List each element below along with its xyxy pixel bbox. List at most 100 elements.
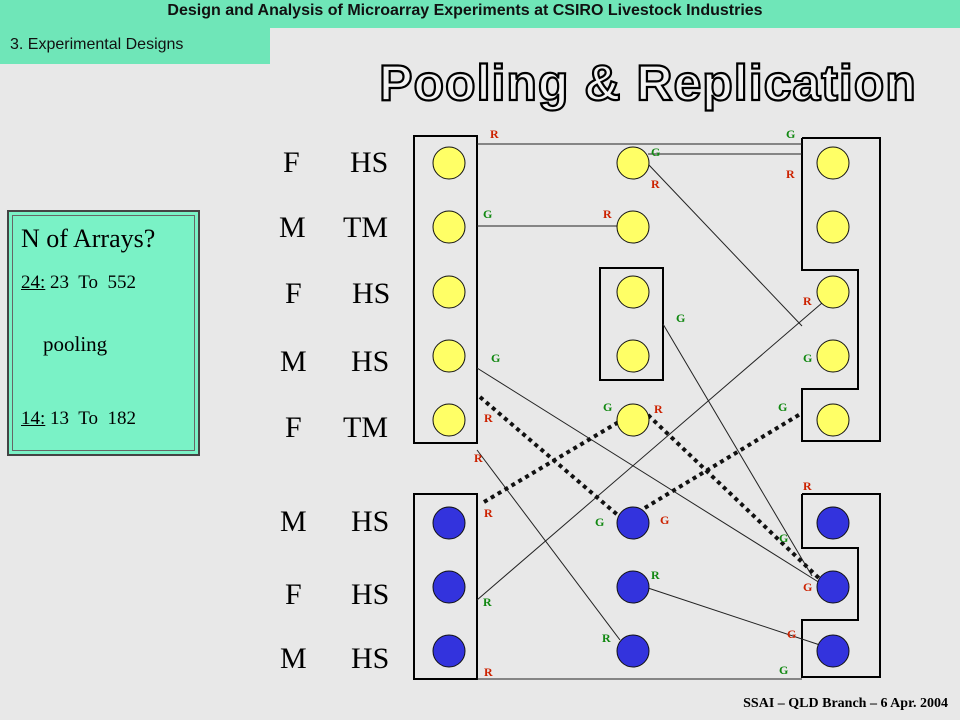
pool-lines — [478, 395, 826, 585]
row-sex-label: M — [279, 211, 306, 244]
sample-yellow — [616, 275, 650, 309]
hyb-line — [662, 323, 813, 577]
sample-yellow — [816, 403, 850, 437]
row-group-label: HS — [350, 146, 389, 179]
header-title: Design and Analysis of Microarray Experi… — [167, 2, 763, 19]
dye-label-r: R — [603, 207, 612, 221]
dye-label-g: R — [602, 631, 611, 645]
arrays-before: 24: 23 To 552 — [21, 272, 136, 294]
dye-label-g: R — [651, 568, 660, 582]
pooling-label: pooling — [43, 332, 108, 356]
hyb-line — [476, 367, 821, 584]
dye-labels: R G G R R G R G G R R G G R G R R R G G … — [474, 127, 812, 679]
hyb-line — [476, 449, 621, 641]
sample-yellow — [616, 210, 650, 244]
sample-yellow — [816, 210, 850, 244]
arrays-before-key: 24: — [21, 272, 46, 293]
arrays-box-title: N of Arrays? — [21, 224, 156, 253]
right-blue-box — [801, 493, 881, 678]
dye-label-r: R — [651, 177, 660, 191]
dye-label-g: G — [483, 207, 492, 221]
sample-yellow — [432, 339, 466, 373]
row-sex-label: F — [285, 578, 302, 611]
dye-label-g: G — [651, 145, 660, 159]
sample-blue — [616, 634, 650, 668]
row-group-label: TM — [343, 211, 388, 244]
dye-label-g: R — [483, 595, 492, 609]
hyb-line — [647, 163, 803, 327]
left-blue-box — [413, 493, 478, 680]
row-sex-label: F — [285, 411, 302, 444]
sample-blue — [816, 506, 850, 540]
sample-blue — [616, 506, 650, 540]
sample-yellow — [432, 275, 466, 309]
pool-line — [478, 395, 622, 519]
row-sex-label: F — [285, 277, 302, 310]
pool-line — [482, 418, 624, 504]
section-tab: 3. Experimental Designs — [0, 28, 270, 64]
row-group-label: TM — [343, 411, 388, 444]
dye-label-g: G — [491, 351, 500, 365]
dye-label-g: G — [786, 127, 795, 141]
dye-label-r: R — [490, 127, 499, 141]
sample-yellow — [432, 403, 466, 437]
row-group-label: HS — [351, 642, 390, 675]
arrays-before-text: 23 To 552 — [45, 272, 136, 293]
dye-label-g: G — [603, 400, 612, 414]
sample-yellow — [616, 403, 650, 437]
row-sex-label: M — [280, 505, 307, 538]
sample-blue — [432, 570, 466, 604]
arrays-box: N of Arrays? 24: 23 To 552 pooling 14: 1… — [7, 210, 200, 456]
arrays-after: 14: 13 To 182 — [21, 408, 136, 430]
dye-label-r: R — [474, 451, 483, 465]
row-sex-label: M — [280, 345, 307, 378]
dye-label-r: G — [787, 627, 796, 641]
dye-label-g: G — [676, 311, 685, 325]
sample-blue — [432, 634, 466, 668]
sample-yellow — [432, 210, 466, 244]
dye-label-r: R — [654, 402, 663, 416]
sample-yellow — [816, 339, 850, 373]
left-yellow-box — [413, 135, 478, 444]
dye-label-g: G — [595, 515, 604, 529]
dye-label-r: R — [484, 411, 493, 425]
hyb-lines — [476, 143, 823, 680]
dye-label-g: G — [779, 663, 788, 677]
row-sex-label: M — [280, 642, 307, 675]
pool-line — [646, 413, 826, 585]
dye-label-r: G — [660, 513, 669, 527]
row-group-label: HS — [351, 578, 390, 611]
dye-label-r: R — [803, 479, 812, 493]
footer: SSAI – QLD Branch – 6 Apr. 2004 — [743, 696, 948, 711]
row-group-label: HS — [351, 345, 390, 378]
dye-label-g: G — [778, 400, 787, 414]
dye-label-r: R — [484, 506, 493, 520]
arrays-after-key: 14: — [21, 408, 46, 429]
header-bar: Design and Analysis of Microarray Experi… — [0, 0, 960, 28]
dye-label-r: R — [484, 665, 493, 679]
dye-label-r: G — [803, 580, 812, 594]
sample-yellow — [816, 275, 850, 309]
hyb-line — [647, 587, 821, 646]
sample-yellow — [432, 146, 466, 180]
samples — [432, 146, 850, 668]
dye-label-r: R — [786, 167, 795, 181]
sample-blue — [816, 570, 850, 604]
sample-blue — [816, 634, 850, 668]
section-label: 3. Experimental Designs — [10, 36, 184, 53]
row-group-label: HS — [351, 505, 390, 538]
arrays-after-text: 13 To 182 — [45, 408, 136, 429]
sample-yellow — [616, 146, 650, 180]
row-group-label: HS — [352, 277, 391, 310]
dye-label-g: G — [779, 531, 788, 545]
hyb-line — [476, 302, 823, 601]
dye-label-r: R — [803, 294, 812, 308]
dye-label-g: G — [803, 351, 812, 365]
slide-title: Pooling & Replication — [379, 55, 917, 111]
sample-yellow — [816, 146, 850, 180]
sample-blue — [432, 506, 466, 540]
sample-blue — [616, 570, 650, 604]
row-sex-label: F — [283, 146, 300, 179]
sample-yellow — [616, 339, 650, 373]
